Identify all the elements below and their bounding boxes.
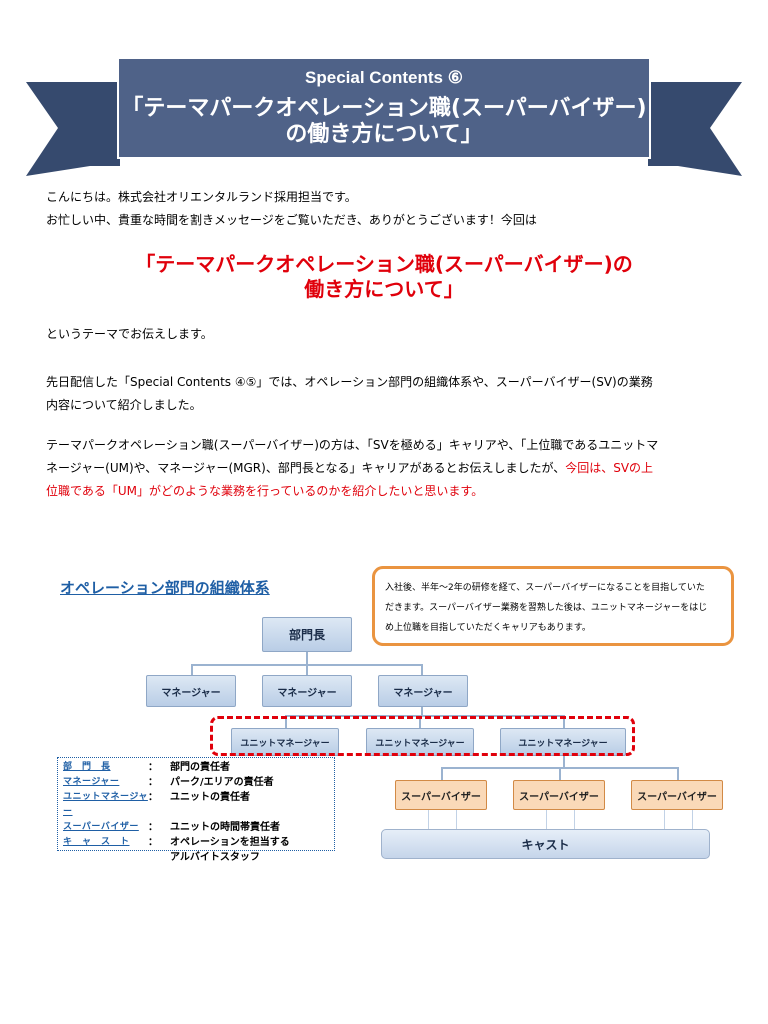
title-banner	[26, 57, 742, 176]
legend-desc: オペレーションを担当する	[170, 837, 290, 848]
note-line3: め上位職を目指していただくキャリアもあります。	[385, 623, 591, 633]
connector	[677, 767, 679, 781]
banner-main	[117, 57, 651, 159]
banner-subtitle: Special Contents ⑥	[305, 68, 463, 87]
unit-manager-box: ユニットマネージャー	[231, 728, 339, 756]
supervisor-box: スーパーバイザー	[395, 780, 487, 810]
supervisor-box: スーパーバイザー	[513, 780, 605, 810]
highlight-title: 「テーマパークオペレーション職(スーパーバイザー)の 働き方について」	[0, 252, 768, 302]
legend-desc: ユニットの責任者	[170, 792, 250, 803]
dept-head-box: 部門長	[262, 617, 352, 652]
legend-row: ユニットマネージャー ： ユニットの責任者	[63, 790, 329, 820]
connector	[563, 715, 565, 729]
connector	[421, 664, 423, 676]
legend-key: マネージャー	[63, 777, 120, 787]
legend-key: キ ャ ス ト	[63, 837, 130, 847]
manager-box: マネージャー	[262, 675, 352, 707]
note-line1: 入社後、半年～2年の研修を経て、スーパーバイザーになることを目指していた	[385, 583, 705, 593]
legend-colon: ：	[148, 777, 158, 788]
career-line2-red: 今回は、SVの上	[565, 461, 654, 475]
previous-contents-paragraph: 先日配信した「Special Contents ④⑤」では、オペレーション部門の…	[46, 371, 726, 417]
career-paragraph: テーマパークオペレーション職(スーパーバイザー)の方は、「SVを極める」キャリア…	[46, 434, 726, 503]
banner-left-ribbon	[26, 82, 120, 176]
prev-line2: 内容について紹介しました。	[46, 398, 202, 412]
legend-colon: ：	[148, 822, 158, 833]
connector	[559, 767, 561, 781]
connector	[441, 767, 443, 781]
connector	[191, 664, 193, 676]
banner-title: 「テーマパークオペレーション職(スーパーバイザー) の働き方について」	[0, 96, 768, 148]
legend-colon: ：	[148, 837, 158, 848]
legend-colon: ：	[148, 762, 158, 773]
legend-key	[63, 850, 148, 865]
theme-text: というテーマでお伝えします。	[46, 327, 213, 341]
connector	[456, 810, 457, 830]
career-line2: ネージャー(UM)や、マネージャー(MGR)、部門長となる」キャリアがあるとお伝…	[46, 457, 726, 480]
cast-box: キャスト	[381, 829, 710, 859]
unit-manager-highlight	[210, 716, 635, 756]
connector	[546, 810, 547, 830]
connector	[692, 810, 693, 830]
connector	[306, 652, 308, 666]
banner-title-line2: の働き方について」	[285, 122, 483, 147]
manager-box: マネージャー	[146, 675, 236, 707]
legend-desc: 部門の責任者	[170, 762, 230, 773]
connector	[563, 756, 565, 768]
connector	[285, 715, 287, 729]
prev-line1: 先日配信した「Special Contents ④⑤」では、オペレーション部門の…	[46, 375, 653, 389]
banner-right-ribbon	[648, 82, 742, 176]
career-note-box: 入社後、半年～2年の研修を経て、スーパーバイザーになることを目指していた だきま…	[372, 566, 734, 646]
manager-box: マネージャー	[378, 675, 468, 707]
legend-colon-spacer	[148, 850, 170, 865]
connector	[664, 810, 665, 830]
legend-colon: ：	[148, 792, 158, 803]
legend-key: 部 門 長	[63, 762, 111, 772]
career-line3-red: 位職である「UM」がどのような業務を行っているのかを紹介したいと思います。	[46, 484, 484, 498]
connector	[306, 664, 308, 676]
legend-row: アルバイトスタッフ	[63, 850, 329, 865]
legend-key: ユニットマネージャー	[63, 792, 148, 817]
connector	[419, 715, 421, 729]
legend-desc: パーク/エリアの責任者	[170, 777, 274, 788]
connector	[421, 707, 423, 717]
legend-desc: ユニットの時間帯責任者	[170, 822, 280, 833]
intro-paragraph: こんにちは。株式会社オリエンタルランド採用担当です。 お忙しい中、貴重な時間を割…	[46, 186, 726, 232]
supervisor-box: スーパーバイザー	[631, 780, 723, 810]
connector	[428, 810, 429, 830]
legend-row: スーパーバイザー ： ユニットの時間帯責任者	[63, 820, 329, 835]
legend-row: マネージャー ： パーク/エリアの責任者	[63, 775, 329, 790]
intro-line2: お忙しい中、貴重な時間を割きメッセージをご覧いただき、ありがとうございます！今回…	[46, 213, 537, 227]
career-line1: テーマパークオペレーション職(スーパーバイザー)の方は、「SVを極める」キャリア…	[46, 438, 659, 452]
highlight-line1: 「テーマパークオペレーション職(スーパーバイザー)の	[135, 252, 633, 276]
role-legend: 部 門 長 ： 部門の責任者 マネージャー ： パーク/エリアの責任者 ユニット…	[57, 757, 335, 863]
org-chart-title: オペレーション部門の組織体系	[60, 579, 270, 597]
legend-key: スーパーバイザー	[63, 822, 139, 832]
note-line2: だきます。スーパーバイザー業務を習熟した後は、ユニットマネージャーをはじ	[385, 603, 708, 613]
legend-row: 部 門 長 ： 部門の責任者	[63, 760, 329, 775]
connector	[574, 810, 575, 830]
intro-line1: こんにちは。株式会社オリエンタルランド採用担当です。	[46, 190, 357, 204]
legend-desc: アルバイトスタッフ	[170, 852, 260, 863]
career-line2-black: ネージャー(UM)や、マネージャー(MGR)、部門長となる」キャリアがあるとお伝…	[46, 461, 566, 475]
highlight-line2: 働き方について」	[304, 277, 464, 301]
legend-row: キ ャ ス ト ： オペレーションを担当する	[63, 835, 329, 850]
unit-manager-box: ユニットマネージャー	[500, 728, 626, 756]
banner-title-line1: 「テーマパークオペレーション職(スーパーバイザー)	[121, 96, 647, 121]
